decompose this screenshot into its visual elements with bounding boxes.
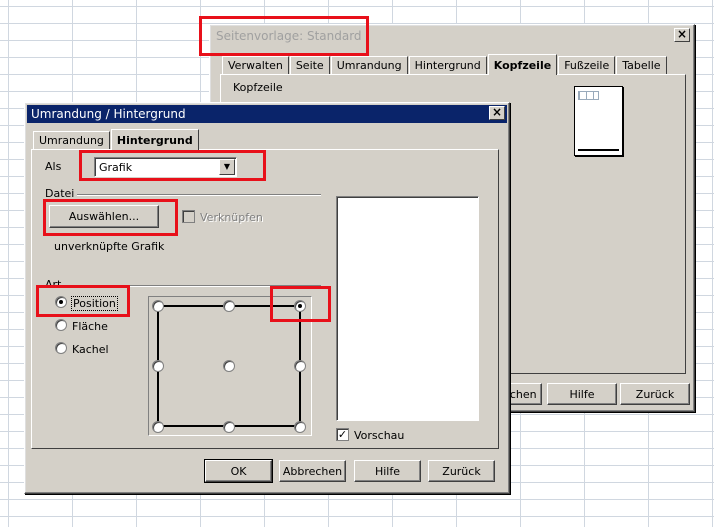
position-middle-left[interactable] (152, 360, 164, 372)
position-label: Position (71, 296, 118, 311)
vorschau-label: Vorschau (354, 429, 405, 442)
radio-flaeche[interactable] (55, 319, 67, 331)
background-preview (336, 196, 479, 421)
tab-hintergrund[interactable]: Hintergrund (110, 129, 199, 150)
close-icon[interactable]: × (674, 28, 690, 42)
position-bottom-right[interactable] (294, 421, 306, 433)
verknuepfen-checkbox[interactable] (182, 210, 195, 223)
als-select-value: Grafik (99, 161, 133, 174)
seitenvorlage-title: Seitenvorlage: Standard (216, 29, 362, 43)
seitenvorlage-tabs: Verwalten Seite Umrandung Hintergrund Ko… (222, 54, 668, 75)
art-separator (69, 285, 321, 287)
abbrechen-button[interactable]: Abbrechen (279, 460, 346, 482)
vorschau-checkbox[interactable]: ✓ (336, 428, 349, 441)
zurueck-button[interactable]: Zurück (428, 460, 495, 482)
position-grid (148, 296, 312, 436)
auswaehlen-button[interactable]: Auswählen... (49, 205, 159, 228)
tab-umrandung[interactable]: Umrandung (330, 56, 408, 74)
seitenvorlage-zurueck-button[interactable]: Zurück (620, 383, 690, 405)
radio-kachel[interactable] (55, 342, 67, 354)
seitenvorlage-titlebar[interactable]: Seitenvorlage: Standard × (212, 27, 692, 45)
close-icon[interactable]: × (489, 106, 505, 120)
ok-button[interactable]: OK (204, 459, 273, 483)
seitenvorlage-hilfe-button[interactable]: Hilfe (547, 383, 617, 405)
position-middle-center[interactable] (223, 360, 235, 372)
als-label: Als (45, 160, 62, 173)
umrandung-title: Umrandung / Hintergrund (31, 107, 186, 121)
status-text: unverknüpfte Grafik (54, 240, 165, 253)
hilfe-button[interactable]: Hilfe (354, 460, 421, 482)
tab-umrandung[interactable]: Umrandung (33, 131, 110, 149)
datei-separator (77, 194, 321, 196)
datei-label: Datei (45, 187, 75, 200)
umrandung-tabs: Umrandung Hintergrund (33, 129, 200, 150)
als-select[interactable]: Grafik ▼ (94, 157, 237, 177)
hintergrund-panel (31, 149, 499, 449)
tab-tabelle[interactable]: Tabelle (616, 56, 667, 74)
umrandung-titlebar[interactable]: Umrandung / Hintergrund × (27, 105, 507, 123)
chevron-down-icon[interactable]: ▼ (219, 159, 235, 175)
radio-position[interactable] (55, 296, 67, 308)
position-top-left[interactable] (152, 300, 164, 312)
tab-hintergrund[interactable]: Hintergrund (408, 56, 487, 74)
tab-kopfzeile[interactable]: Kopfzeile (487, 54, 558, 75)
flaeche-label: Fläche (72, 320, 108, 333)
position-bottom-left[interactable] (152, 421, 164, 433)
page-preview-thumbnail (574, 86, 623, 156)
position-middle-right[interactable] (294, 360, 306, 372)
umrandung-hintergrund-dialog: Umrandung / Hintergrund × Umrandung Hint… (24, 102, 510, 494)
verknuepfen-label: Verknüpfen (200, 211, 263, 224)
position-top-center[interactable] (223, 300, 235, 312)
tab-fusszeile[interactable]: Fußzeile (558, 56, 616, 74)
kachel-label: Kachel (72, 343, 109, 356)
tab-verwalten[interactable]: Verwalten (222, 56, 289, 74)
position-bottom-center[interactable] (223, 421, 235, 433)
kopfzeile-section-label: Kopfzeile (233, 81, 283, 94)
art-label: Art (45, 278, 62, 291)
tab-seite[interactable]: Seite (289, 56, 330, 74)
position-top-right[interactable] (294, 300, 306, 312)
